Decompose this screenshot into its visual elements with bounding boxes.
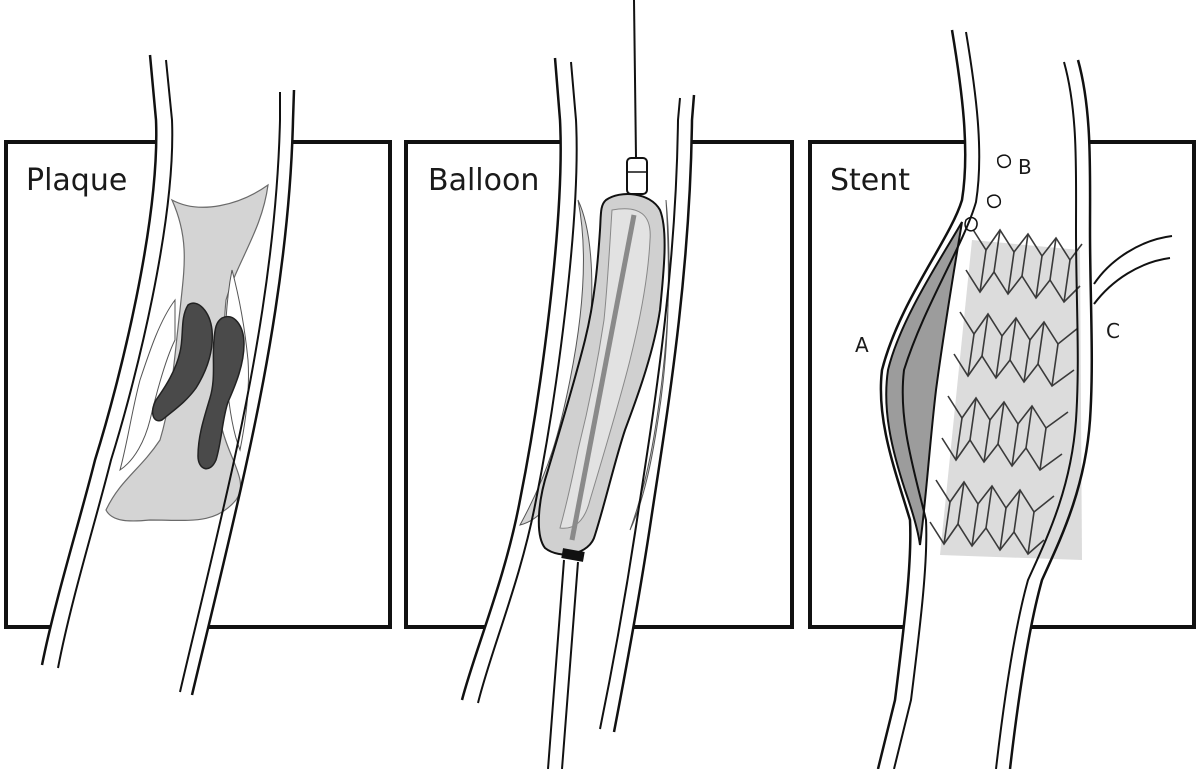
stent-vessel-wall-left-outer — [876, 29, 967, 769]
panel-stent: A B C Stent — [808, 29, 1196, 769]
stent-debris-particle-2 — [987, 194, 1002, 209]
balloon-catheter-shaft — [547, 559, 579, 769]
panel-plaque-title: Plaque — [26, 163, 127, 198]
balloon-inner-shaft — [569, 214, 637, 541]
panel-balloon: Balloon — [404, 0, 794, 769]
panel-balloon-title: Balloon — [428, 163, 539, 198]
plaque-dark-deposit-left — [151, 302, 214, 422]
balloon-compressed-plaque-right — [629, 199, 670, 531]
stent-side-branch — [1093, 235, 1173, 305]
balloon-catheter-collar — [561, 548, 585, 562]
plaque-wall-texture-left — [119, 298, 176, 472]
stent-callout-a: A — [855, 333, 869, 357]
stent-mesh-icon — [929, 227, 1083, 556]
plaque-vessel-wall-left-outer — [40, 54, 158, 666]
stent-plaque-background — [940, 240, 1082, 560]
stent-vessel-wall-right-outer — [1008, 59, 1094, 769]
plaque-dark-deposit-right — [197, 315, 245, 470]
balloon-vessel-wall-right-inner — [599, 97, 681, 730]
stent-vessel-wall-right-inner — [995, 61, 1079, 769]
balloon-vessel-wall-right-outer — [612, 94, 696, 733]
stent-callout-c: C — [1106, 319, 1120, 343]
stent-callout-b: B — [1018, 155, 1032, 179]
stent-debris-particle — [997, 154, 1012, 169]
plaque-vessel-wall-right-outer — [190, 89, 296, 696]
stent-dissection-flap — [885, 221, 963, 546]
panel-plaque: Plaque — [4, 54, 392, 696]
balloon-vessel-wall-left-outer — [460, 57, 562, 701]
guidewire-top — [633, 0, 637, 159]
plaque-vessel-wall-right-inner — [179, 92, 281, 693]
stent-vessel-wall-left-inner — [893, 31, 981, 769]
panel-stent-title: Stent — [830, 163, 910, 198]
plaque-vessel-wall-left-inner — [57, 59, 174, 669]
balloon-vessel-wall-left-inner — [477, 61, 578, 704]
balloon-catheter-tip-icon — [626, 157, 648, 195]
